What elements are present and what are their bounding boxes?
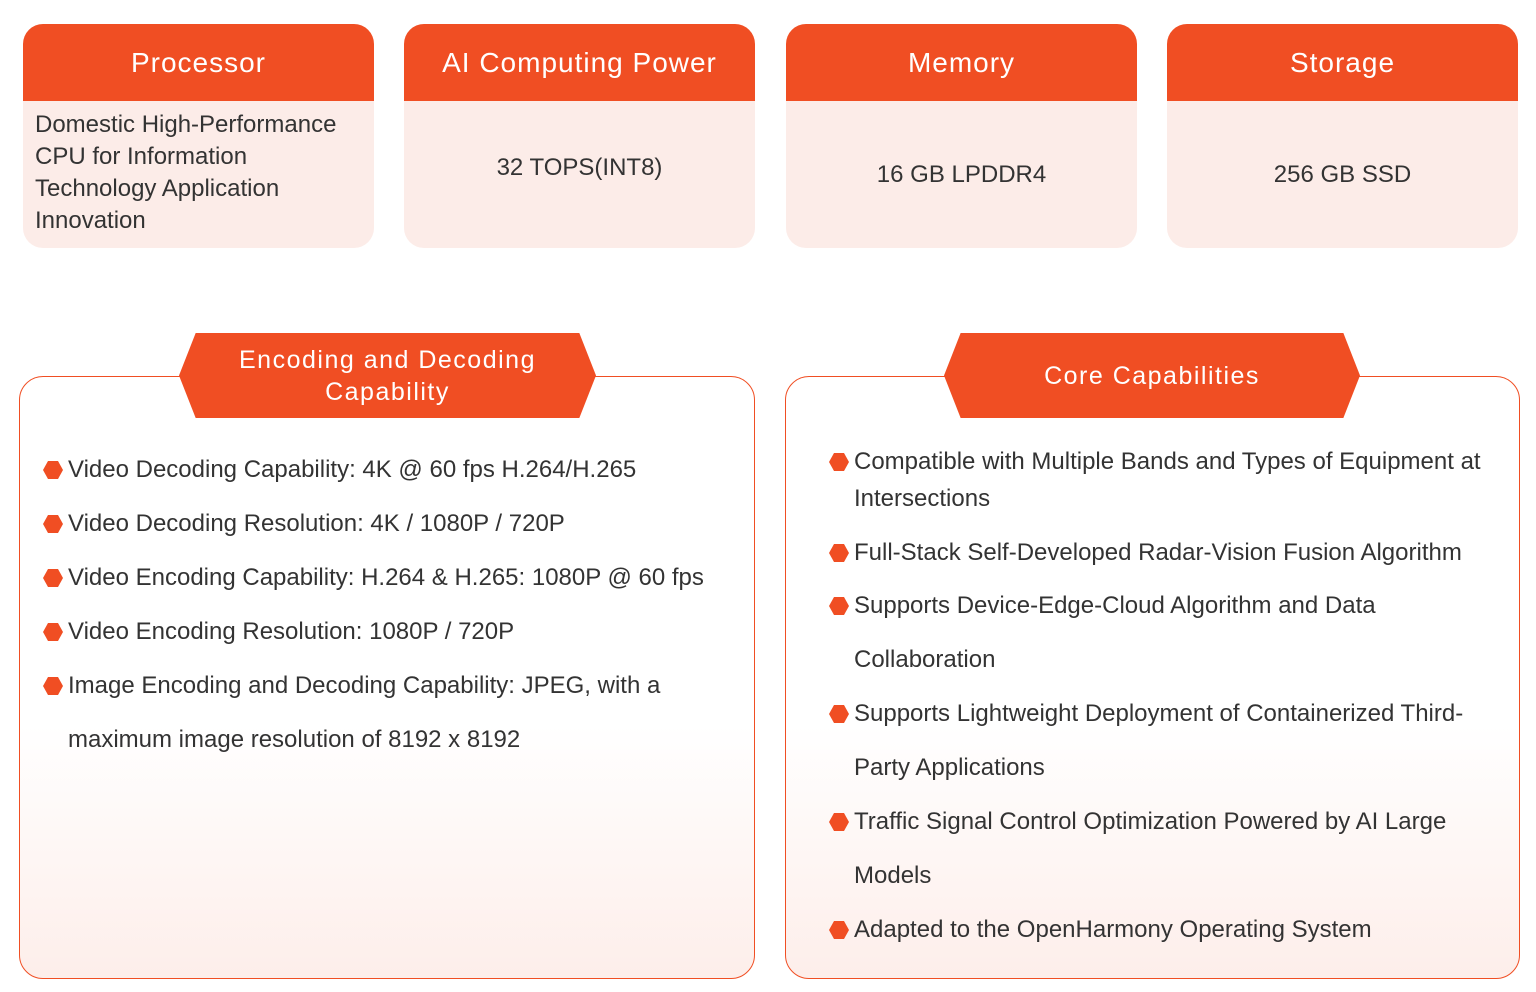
encoding-title-line2: Capability bbox=[325, 377, 450, 406]
bullet-hexagon-icon bbox=[43, 569, 63, 587]
bullet-hexagon-icon bbox=[829, 705, 849, 723]
bullet-hexagon-icon bbox=[43, 623, 63, 641]
list-item: Video Decoding Capability: 4K @ 60 fps H… bbox=[43, 452, 733, 488]
spec-title: Memory bbox=[786, 24, 1137, 101]
list-item: Traffic Signal Control Optimization Powe… bbox=[829, 795, 1494, 903]
bullet-hexagon-icon bbox=[829, 544, 849, 562]
encoding-panel bbox=[19, 376, 755, 979]
spec-card-storage: Storage 256 GB SSD bbox=[1167, 24, 1518, 248]
list-item: Video Decoding Resolution: 4K / 1080P / … bbox=[43, 506, 733, 542]
list-item: Image Encoding and Decoding Capability: … bbox=[43, 659, 708, 767]
bullet-hexagon-icon bbox=[43, 515, 63, 533]
list-item: Video Encoding Resolution: 1080P / 720P bbox=[43, 614, 733, 650]
encoding-list: Video Decoding Capability: 4K @ 60 fps H… bbox=[43, 452, 733, 767]
core-capabilities-panel bbox=[785, 376, 1520, 979]
bullet-hexagon-icon bbox=[43, 461, 63, 479]
core-capabilities-list: Compatible with Multiple Bands and Types… bbox=[829, 443, 1519, 957]
bullet-hexagon-icon bbox=[43, 677, 63, 695]
spec-title: Processor bbox=[23, 24, 374, 101]
bullet-hexagon-icon bbox=[829, 921, 849, 939]
spec-value: Domestic High-Performance CPU for Inform… bbox=[35, 111, 337, 234]
bullet-hexagon-icon bbox=[829, 813, 849, 831]
spec-card-memory: Memory 16 GB LPDDR4 bbox=[786, 24, 1137, 248]
encoding-title-line1: Encoding and Decoding bbox=[239, 345, 536, 374]
bullet-hexagon-icon bbox=[829, 597, 849, 615]
list-item: Video Encoding Capability: H.264 & H.265… bbox=[43, 560, 733, 596]
core-title: Core Capabilities bbox=[1044, 361, 1260, 390]
encoding-panel-title: Encoding and Decoding Capability bbox=[179, 333, 596, 418]
bullet-hexagon-icon bbox=[829, 453, 849, 471]
list-item: Compatible with Multiple Bands and Types… bbox=[829, 443, 1514, 517]
list-item: Supports Device-Edge-Cloud Algorithm and… bbox=[829, 579, 1414, 687]
list-item: Adapted to the OpenHarmony Operating Sys… bbox=[829, 903, 1519, 957]
spec-value: 16 GB LPDDR4 bbox=[876, 160, 1047, 188]
spec-value: 256 GB SSD bbox=[1273, 160, 1412, 188]
spec-value: 32 TOPS(INT8) bbox=[496, 153, 663, 181]
list-item: Full-Stack Self-Developed Radar-Vision F… bbox=[829, 534, 1519, 571]
spec-card-processor: Processor Domestic High-Performance CPU … bbox=[23, 24, 374, 248]
spec-title: Storage bbox=[1167, 24, 1518, 101]
core-capabilities-panel-title: Core Capabilities bbox=[944, 333, 1360, 418]
list-item: Supports Lightweight Deployment of Conta… bbox=[829, 687, 1514, 795]
spec-title: AI Computing Power bbox=[404, 24, 755, 101]
spec-card-ai-computing-power: AI Computing Power 32 TOPS(INT8) bbox=[404, 24, 755, 248]
